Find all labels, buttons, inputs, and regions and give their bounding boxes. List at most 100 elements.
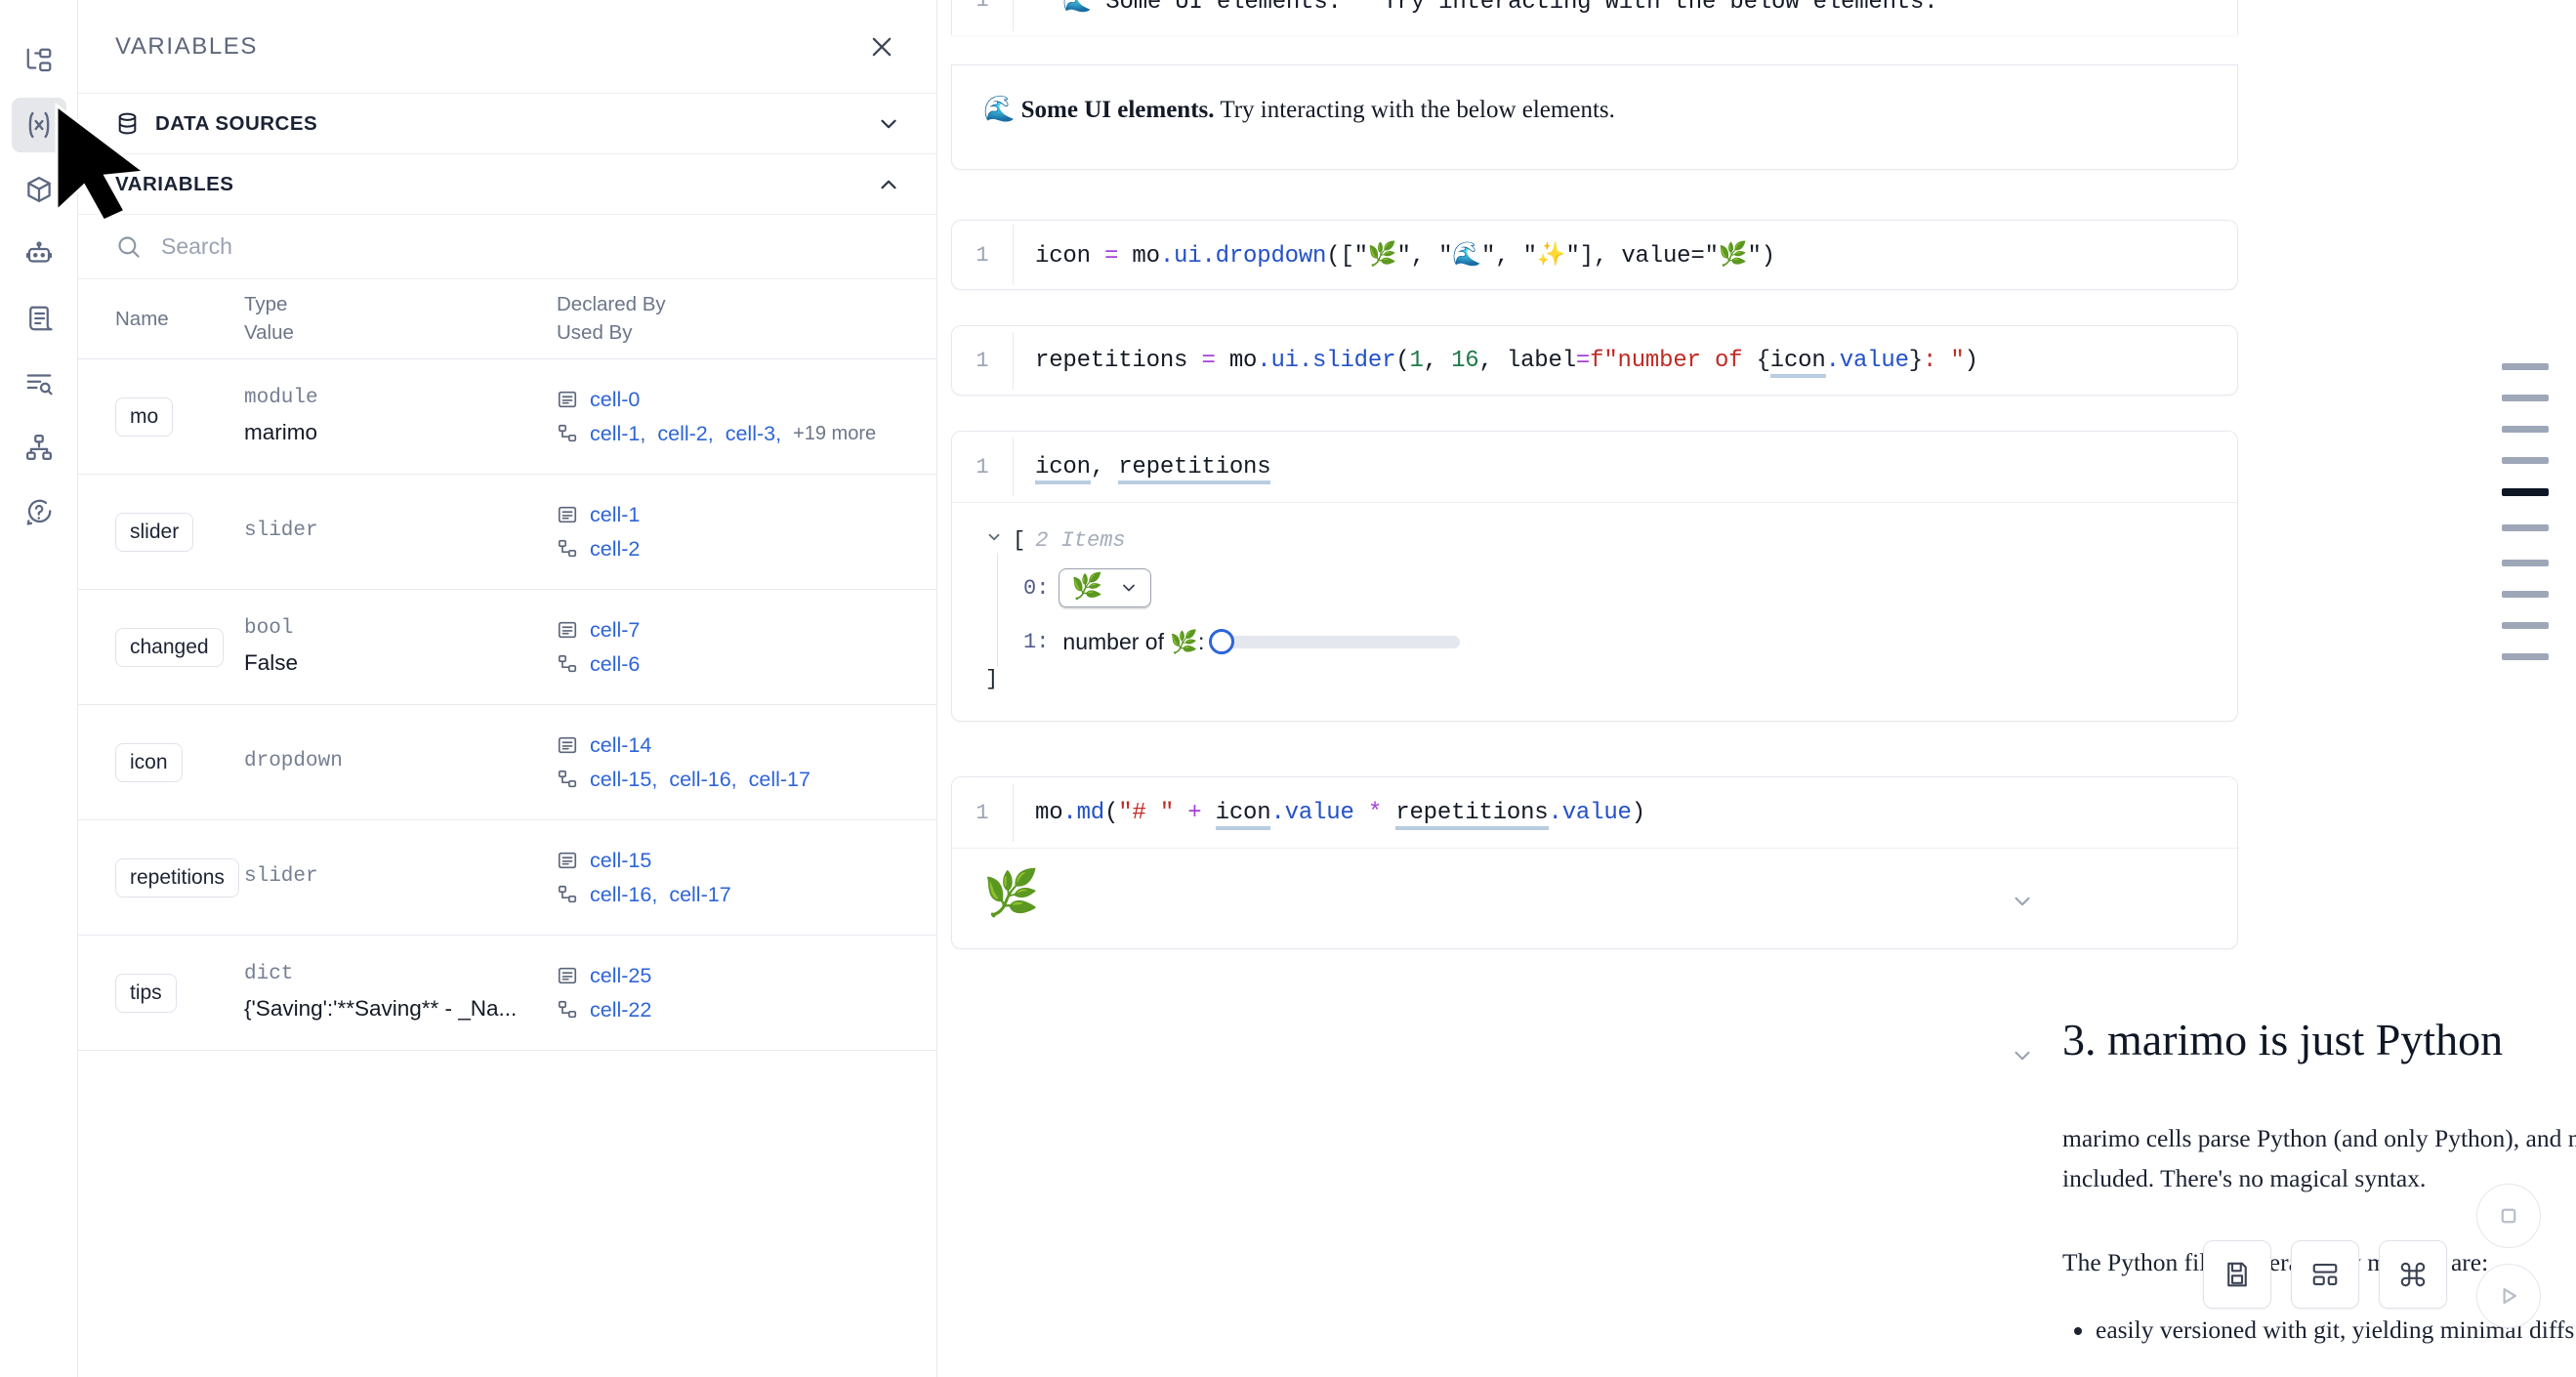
code-token: * — [1367, 799, 1383, 826]
cell-link[interactable]: cell-1, — [590, 421, 646, 445]
chevron-down-icon[interactable] — [985, 528, 1003, 553]
minimap-mark[interactable] — [2502, 457, 2549, 464]
minimap-mark[interactable] — [2502, 653, 2549, 660]
cell-link[interactable]: cell-15 — [590, 848, 652, 872]
variable-value: marimo — [244, 420, 318, 445]
layout-icon[interactable] — [2291, 1240, 2359, 1309]
outline-search-icon[interactable] — [12, 355, 66, 410]
save-icon[interactable] — [2203, 1240, 2271, 1309]
code-token: repetitions — [1395, 799, 1549, 830]
code-token: = — [1104, 243, 1119, 270]
cell-icon — [557, 389, 578, 410]
cell-link[interactable]: cell-16, — [590, 882, 658, 906]
used-by-line: cell-2 — [557, 537, 936, 562]
truncated-markdown-cell[interactable]: 1 ""🌊 Some UI elements."" Try interactin… — [951, 0, 2238, 35]
cell-link[interactable]: cell-0 — [590, 387, 641, 411]
dependency-graph-icon[interactable] — [12, 420, 66, 475]
section-data-sources[interactable]: DATA SOURCES — [78, 94, 936, 154]
cell-link[interactable]: cell-2, — [657, 421, 714, 445]
cell-link[interactable]: cell-15, — [590, 767, 658, 791]
variable-name-chip[interactable]: slider — [115, 512, 194, 552]
header-type: Type — [244, 293, 288, 315]
variables-panel: VARIABLES DATA SOURCES VARIABLES — [78, 0, 937, 1377]
panel-header: VARIABLES — [78, 0, 936, 94]
list-item-index: 0: — [1023, 575, 1050, 601]
chevron-up-icon[interactable] — [876, 172, 901, 197]
minimap-mark[interactable] — [2502, 560, 2549, 566]
cell-link[interactable]: cell-22 — [590, 997, 652, 1022]
variable-name-chip[interactable]: tips — [115, 973, 177, 1013]
code-editor-line[interactable]: icon = mo.ui.dropdown(["🌿", "🌊", "✨"], v… — [1013, 225, 2237, 285]
code-token: ) — [1964, 347, 1978, 374]
minimap-mark[interactable] — [2502, 591, 2549, 598]
search-input[interactable] — [159, 232, 901, 261]
robot-icon[interactable] — [12, 227, 66, 281]
minimap-mark[interactable] — [2502, 363, 2549, 370]
help-icon[interactable] — [12, 484, 66, 539]
code-editor-line[interactable]: icon, repetitions — [1013, 438, 2237, 496]
list-output-header[interactable]: [ 2 Items — [985, 528, 2204, 553]
cell-link[interactable]: cell-1 — [590, 502, 641, 526]
chevron-down-icon[interactable] — [2010, 1043, 2035, 1073]
variables-icon[interactable] — [11, 98, 66, 152]
code-editor-line[interactable]: repetitions = mo.ui.slider(1, 16, label=… — [1013, 331, 2237, 390]
minimap-mark-active[interactable] — [2502, 488, 2549, 496]
variable-name-chip[interactable]: icon — [115, 742, 183, 782]
package-icon[interactable] — [12, 162, 66, 217]
code-token — [1382, 800, 1395, 826]
run-icon[interactable] — [2476, 1264, 2541, 1328]
variable-name-chip[interactable]: repetitions — [115, 857, 239, 897]
cell-link[interactable]: cell-17 — [669, 882, 731, 906]
chevron-down-icon — [1119, 578, 1139, 598]
list-item-index: 1: — [1023, 630, 1050, 654]
cell-link[interactable]: cell-16, — [669, 767, 737, 791]
cell-link[interactable]: cell-3, — [725, 421, 782, 445]
code-token-repetitions: repetitions — [1118, 453, 1271, 484]
code-cell-slider[interactable]: 1 repetitions = mo.ui.slider(1, 16, labe… — [951, 325, 2238, 396]
cell-link[interactable]: cell-6 — [590, 651, 641, 676]
chevron-down-icon[interactable] — [876, 111, 901, 137]
code-cell-display[interactable]: 1 icon, repetitions [ 2 Items — [951, 431, 2238, 722]
minimap-mark[interactable] — [2502, 622, 2549, 629]
list-output: [ 2 Items 0: 🌿 — [985, 528, 2204, 691]
variable-name-chip[interactable]: changed — [115, 627, 224, 667]
file-tree-icon[interactable] — [12, 33, 66, 88]
line-number: 1 — [976, 242, 989, 268]
code-cell-dropdown[interactable]: 1 icon = mo.ui.dropdown(["🌿", "🌊", "✨"],… — [951, 220, 2238, 290]
cell-divider — [952, 502, 2237, 503]
variable-name-chip[interactable]: mo — [115, 396, 174, 437]
truncated-code-text[interactable]: ""🌊 Some UI elements."" Try interacting … — [1013, 0, 2237, 31]
code-cell-md[interactable]: 1 mo.md("# " + icon.value * repetitions.… — [951, 776, 2238, 949]
cell-link[interactable]: cell-17 — [748, 767, 810, 791]
search-row[interactable] — [78, 215, 936, 279]
code-token: .slider — [1298, 347, 1396, 374]
stop-icon[interactable] — [2476, 1184, 2541, 1248]
slider-widget[interactable] — [1209, 629, 1461, 654]
used-by-more-count[interactable]: +19 more — [793, 422, 877, 444]
cell-link[interactable]: cell-7 — [590, 617, 641, 642]
chevron-down-icon[interactable] — [2010, 889, 2035, 919]
close-icon[interactable] — [862, 27, 901, 66]
cell-icon — [557, 504, 578, 525]
declared-by-line: cell-0 — [557, 388, 936, 412]
minimap-mark[interactable] — [2502, 426, 2549, 433]
code-token: .dropdown — [1201, 243, 1327, 270]
code-token-icon: icon — [1035, 453, 1091, 484]
minimap-mark[interactable] — [2502, 524, 2549, 531]
command-icon[interactable] — [2379, 1240, 2447, 1309]
dropdown-widget[interactable]: 🌿 — [1059, 568, 1151, 607]
cell-link[interactable]: cell-14 — [590, 732, 652, 757]
cell-link[interactable]: cell-2 — [590, 536, 641, 561]
cell-link[interactable]: cell-25 — [590, 963, 652, 987]
section-variables[interactable]: VARIABLES — [78, 154, 936, 215]
slider-thumb[interactable] — [1209, 629, 1235, 654]
code-editor-line[interactable]: mo.md("# " + icon.value * repetitions.va… — [1013, 783, 2237, 842]
scroll-icon[interactable] — [12, 291, 66, 346]
minimap-mark[interactable] — [2502, 395, 2549, 401]
